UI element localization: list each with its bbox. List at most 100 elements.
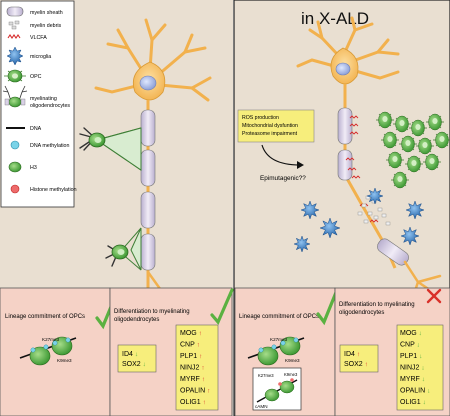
opc-cell <box>386 151 404 169</box>
gene-label: CNP ↓ <box>400 342 420 349</box>
legend-label: DNA <box>30 126 42 132</box>
opc-cluster <box>376 111 450 189</box>
gene-label: CNP ↑ <box>180 342 200 349</box>
opc-cell <box>376 111 394 129</box>
k27-label: K27me3 <box>270 337 288 342</box>
microglia-cell <box>366 187 384 205</box>
up-gene-box <box>396 324 444 411</box>
myelin-sheath <box>140 191 156 229</box>
down-gene-box <box>117 344 157 373</box>
arrow-head <box>297 161 304 169</box>
legend-label: myelin debris <box>30 23 62 29</box>
bottom-left: Lineage commitment of OPCs K27me3 K9me3 … <box>0 287 234 416</box>
diff-title: Differentiation to myelinating oligodend… <box>339 302 416 316</box>
gene-label: SOX2 ↑ <box>344 361 368 368</box>
dna-methylation-icon <box>10 140 20 150</box>
up-arrow-icon: ↑ <box>357 351 360 358</box>
opc-cell <box>423 153 441 171</box>
up-arrow-icon: ↑ <box>197 342 200 349</box>
gene-label: ID4 ↑ <box>344 351 360 358</box>
legend-label: DNA methylation <box>30 143 70 149</box>
xald-title: in X-ALD <box>301 9 369 28</box>
down-arrow-icon: ↓ <box>143 361 146 368</box>
gene-label: NINJ2 ↑ <box>180 365 205 372</box>
oligodendrocyte-icon <box>2 85 28 108</box>
stress-box <box>237 109 315 143</box>
myelin-sheath <box>140 109 156 147</box>
up-arrow-icon: ↑ <box>207 388 210 395</box>
camn-label: cAMN <box>255 404 268 409</box>
legend-label: VLCFA <box>30 35 47 41</box>
lineage-title: Lineage commitment of OPCs <box>239 314 319 320</box>
gene-label: PLP1 ↓ <box>400 353 422 360</box>
check-icon <box>210 288 234 325</box>
down-arrow-icon: ↓ <box>419 353 422 360</box>
up-gene-box <box>175 324 219 411</box>
microglia-cell <box>293 235 311 253</box>
opc-cell <box>393 115 411 133</box>
opc-cell <box>426 113 444 131</box>
legend-label: H3 <box>30 165 37 171</box>
opc-cell <box>409 119 427 137</box>
down-arrow-icon: ↓ <box>419 330 422 337</box>
stress-line: ROS production <box>242 115 279 121</box>
opc-cell <box>399 135 417 153</box>
myelin-debris <box>357 195 391 226</box>
gene-label: OPALIN ↑ <box>180 388 210 395</box>
microglia-icon <box>6 46 24 66</box>
down-arrow-icon: ↓ <box>422 376 425 383</box>
opc-cell <box>381 131 399 149</box>
epimutagenic-label: Epimutagenic?? <box>260 175 306 182</box>
legend-label: microglia <box>30 54 51 60</box>
microglia-cluster <box>293 187 425 253</box>
bottom-right: Lineage commitment of OPCs K27me3 K9me3 … <box>234 287 450 416</box>
k9-label: K9me3 <box>57 358 72 363</box>
xald-neuron <box>296 16 442 302</box>
down-arrow-icon: ↓ <box>423 399 426 406</box>
oligodendrocyte <box>79 127 142 171</box>
healthy-neuron <box>79 18 222 342</box>
microglia-cell <box>300 200 320 220</box>
legend-label: myelin sheath <box>30 10 63 16</box>
opc-cell <box>391 171 409 189</box>
stress-line: Mitochondrial dysfuntion <box>242 123 298 129</box>
up-arrow-icon: ↑ <box>201 365 204 372</box>
opc-cell <box>405 155 423 173</box>
microglia-cell <box>405 200 425 220</box>
gene-label: OPALIN ↓ <box>400 388 430 395</box>
histone-methylation-icon <box>10 184 20 194</box>
legend: myelin sheath myelin debris VLCFA microg… <box>0 0 77 208</box>
down-arrow-icon: ↓ <box>421 365 424 372</box>
gene-label: MOG ↓ <box>400 330 422 337</box>
gene-label: MYRF ↓ <box>400 376 425 383</box>
down-arrow-icon: ↓ <box>427 388 430 395</box>
gene-label: PLP1 ↑ <box>180 353 202 360</box>
stress-line: Proteasome impairment <box>242 131 298 137</box>
chromatin <box>19 336 77 366</box>
myelin-debris-icon <box>8 20 20 30</box>
up-arrow-icon: ↑ <box>203 399 206 406</box>
gene-label: OLIG1 ↓ <box>400 399 426 406</box>
h3-icon <box>8 161 22 173</box>
inset-k9-label: K9me3 <box>284 372 298 377</box>
opc-cell <box>433 131 450 149</box>
lineage-title: Lineage commitment of OPCs <box>5 314 85 320</box>
microglia-cell <box>400 226 420 246</box>
up-arrow-icon: ↑ <box>365 361 368 368</box>
vlcfa-marks <box>345 115 379 223</box>
check-icon <box>316 288 339 326</box>
epimutagenic-arrow <box>261 144 301 166</box>
down-arrow-icon: ↓ <box>135 351 138 358</box>
vlcfa-icon <box>7 34 21 39</box>
chromatin <box>247 336 305 366</box>
k27-label: K27me3 <box>42 337 60 342</box>
myelin-sheath <box>140 149 156 187</box>
opc-cell <box>416 137 434 155</box>
gene-label: MYRF ↑ <box>180 376 205 383</box>
up-arrow-icon: ↑ <box>199 330 202 337</box>
gene-label: ID4 ↓ <box>122 351 138 358</box>
opc-icon <box>4 69 26 83</box>
neuron-nucleus <box>139 75 157 91</box>
